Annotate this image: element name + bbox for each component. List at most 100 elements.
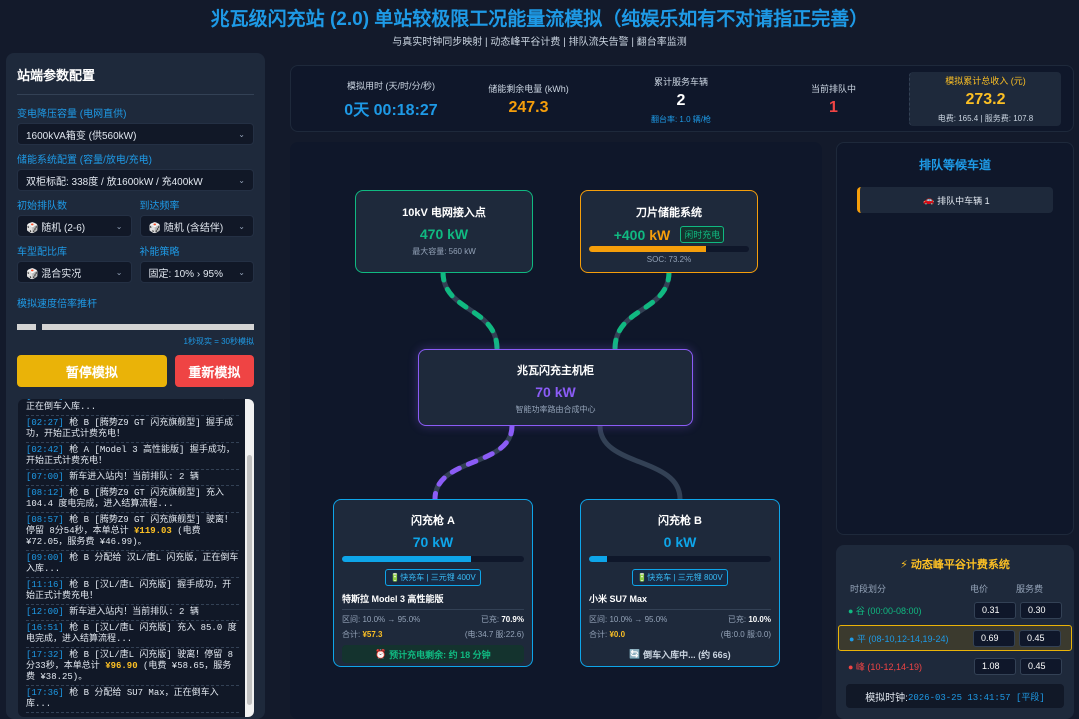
lightning-icon: ⚡ [900,559,911,571]
chevron-down-icon: ⌄ [238,221,245,231]
initial-queue-value: 随机 (2-6) [41,222,86,234]
grid-line-track [440,269,500,352]
log-text: 枪 B [汉L/唐L 闪充版] 握手成功，开始正式计费充电！ [26,580,232,601]
log-timestamp: [02:42] [26,445,64,455]
gun-progress-bar [589,556,771,562]
reset-button[interactable]: 重新模拟 [174,355,254,387]
charged-label: 已充: [727,615,749,624]
stat-label: 模拟累计总收入 (元) [945,76,1026,86]
charged-label: 已充: [480,615,502,624]
stat-value: 247.3 [508,99,549,116]
transformer-label: 变电降压容量 (电网直供) [17,109,127,120]
clock-label: 模拟时钟: [865,692,908,704]
pricing-panel: ⚡ 动态峰平谷计费系统 时段划分 电价 服务费 ● 谷 (00:00-08:00) 0… [836,545,1074,719]
fee-input[interactable]: 0.45 [1019,629,1061,647]
car-mix-select[interactable]: 🎲 混合实况⌄ [17,261,132,283]
status-icon: 🔄 [629,648,644,659]
clock-value: 2026-03-25 13:41:57 [平段] [907,692,1045,703]
stat-sub: 翻台率: 1.0 辆/枪 [650,114,711,124]
log-entry: [17:32] 枪 B [汉L/唐L 闪充版] 驶离！停留 8分33秒，本单总计… [26,648,239,686]
soc-range: 区间: 10.0% → 95.0% [342,615,421,624]
arrival-label: 到达频率 [139,201,180,212]
stat-served: 累计服务车辆 2 翻台率: 1.0 辆/枪 [616,66,746,133]
pause-button[interactable]: 暂停模拟 [17,355,167,387]
cabinet-node: 兆瓦闪充主机柜 70 kW 智能功率路由合成中心 [418,349,693,426]
chevron-down-icon: ⌄ [115,267,123,277]
log-scrollbar[interactable] [245,399,254,717]
fee-input[interactable]: 0.30 [1020,601,1062,619]
strategy-value: 固定: 10% › 95% [148,268,223,280]
log-entry: [00:03] 枪 B 分配给 腾势Z9 GT 闪充旗舰型，正在倒车入库... [26,399,239,416]
log-timestamp: [12:00] [26,607,64,617]
car-model: 小米 SU7 Max [589,592,771,610]
stat-label: 累计服务车辆 [653,76,708,87]
log-timestamp: [08:12] [26,488,64,498]
log-entry: [07:00] 新车进入站内！当前排队: 2 辆 [26,470,239,486]
sim-clock: 模拟时钟: 2026-03-25 13:41:57 [平段] [846,684,1064,708]
strategy-select[interactable]: 固定: 10% › 95%⌄ [139,261,254,283]
log-text: 新车进入站内！当前排队: 2 辆 [63,472,199,482]
log-entry: [02:42] 枪 A [Model 3 高性能版] 握手成功，开始正式计费充电… [26,443,239,470]
scrollbar-thumb[interactable] [247,455,252,705]
gun-status: 🔄 倒车入库中... (约 66s) [589,645,771,663]
gun-status-text: 倒车入库中... (约 66s) [643,649,731,660]
log-text: 枪 B 分配给 汉L/唐L 闪充版，正在倒车入库... [26,553,239,574]
soc-range: 区间: 10.0% → 95.0% [589,615,668,624]
storage-label: 储能系统配置 (容量/放电/充电) [17,155,152,166]
flow-lines [432,269,683,502]
car-mix-label: 车型配比库 [17,247,67,258]
price-input[interactable]: 1.08 [974,657,1016,675]
initial-queue-select[interactable]: 🎲 随机 (2-6)⌄ [17,215,132,237]
header-fee: 服务费 [1016,584,1044,594]
log-text: 枪 A [Model 3 高性能版] 握手成功，开始正式计费充电！ [26,445,235,466]
log-text: 枪 B 分配给 SU7 Max，正在倒车入库... [26,688,219,709]
log-entry: [11:16] 枪 B [汉L/唐L 闪充版] 握手成功，开始正式计费充电！ [26,578,239,605]
car-type-text: 快充车 | 三元锂 800V [647,573,723,582]
price-input[interactable]: 0.69 [973,629,1015,647]
log-text: 枪 B [汉L/唐L 闪充版] 充入 85.0 度电完成，进入结算流程... [26,623,237,644]
cabinet-title: 兆瓦闪充主机柜 [517,365,594,377]
price-input[interactable]: 0.31 [974,601,1016,619]
gun-a-node: 闪充枪 A 70 kW 🔋快充车 | 三元锂 400V 特斯拉 Model 3 … [333,499,533,667]
storage-power-unit: kW [649,226,671,243]
header-period: 时段划分 [850,584,887,594]
grid-title: 10kV 电网接入点 [402,207,486,219]
speed-slider-thumb[interactable] [35,323,42,331]
arrival-value: 随机 (含结伴) [163,222,224,234]
log-entry: [17:36] 枪 B 分配给 SU7 Max，正在倒车入库... [26,686,239,713]
event-log[interactable]: 车入库...[00:03] 枪 B 分配给 腾势Z9 GT 闪充旗舰型，正在倒车… [18,399,254,717]
speed-slider[interactable] [17,323,254,331]
gun-status-text: 预计充电剩余: 约 18 分钟 [389,649,491,660]
gun-b-node: 闪充枪 B 0 kW 🔋快充车 | 三元锂 800V 小米 SU7 Max 区间… [580,499,780,667]
soc-bar [589,246,749,252]
header-price: 电价 [970,584,989,594]
storage-select[interactable]: 双柜标配: 338度 / 放1600kW / 充400kW⌄ [17,169,254,191]
fee-input[interactable]: 0.45 [1020,657,1062,675]
queue-panel: 排队等候车道 🚗 排队中车辆 1 [836,142,1074,535]
car-icon: 🚗 [923,194,938,205]
battery-icon: 🔋 [390,573,401,582]
period-name: ● 谷 (00:00-08:00) [848,605,922,616]
log-entry: [02:27] 枪 B [腾势Z9 GT 闪充旗舰型] 握手成功，开始正式计费充… [26,416,239,443]
stat-label: 储能剩余电量 (kWh) [488,84,569,94]
arrival-select[interactable]: 🎲 随机 (含结伴)⌄ [139,215,254,237]
log-timestamp: [08:57] [26,515,64,525]
storage-value: 双柜标配: 338度 / 放1600kW / 充400kW [26,176,203,188]
queue-item: 🚗 排队中车辆 1 [857,187,1053,213]
charged-value: 10.0% [748,615,771,624]
config-title: 站端参数配置 [17,65,254,95]
gun-progress-fill [589,556,608,562]
stat-value: 2 [676,91,686,109]
cabinet-power: 70 kW [535,384,576,400]
queue-title: 排队等候车道 [918,158,991,172]
gun-progress-bar [342,556,524,562]
total-value: ¥0.0 [609,630,626,639]
pricing-title: 动态峰平谷计费系统 [910,559,1010,571]
transformer-select[interactable]: 1600kVA箱变 (供560kW)⌄ [17,123,254,145]
dice-icon: 🎲 [26,268,42,280]
